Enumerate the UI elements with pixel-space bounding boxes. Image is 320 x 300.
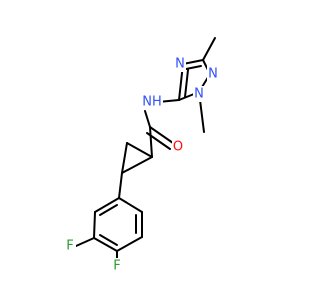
bond-cp1-cp2 [126,142,153,158]
bond-ar3-ar4-double [99,234,118,246]
atom-n-triazole-top: N [175,57,185,72]
bond-cp3-cp1 [121,156,153,174]
bond-ar1-ar2-double [99,204,118,216]
bond-ar3-ar4 [93,237,118,252]
atom-n-triazole-right: N [208,67,218,82]
atom-fluorine-meta: F [66,239,73,254]
bond-ar2-ar3 [93,211,96,239]
atom-n-triazole-methyl: N [194,87,204,102]
bond-c3-n4-double [185,65,202,70]
bond-c3-n4 [182,59,204,65]
bond-ar1-ar2 [94,197,120,213]
bond-carbonyl-o [149,126,174,144]
molecule-drawing: NH O N N N F F [66,37,218,274]
atom-nh: NH [142,95,162,110]
bond-ar3-f [75,237,95,247]
bond-cp2-cp3 [121,142,128,174]
bond-nh-carbonyl [144,110,151,128]
bond-c3-methyl [202,37,216,61]
bond-n4-c5-double [184,69,189,98]
bond-carbonyl-cp1 [149,126,153,158]
molecule-structure: NH O N N N F F [66,37,218,274]
bond-ar6-ar1 [118,197,143,213]
bond-ar4-ar5 [116,236,143,252]
bond-cp3-aryl [118,172,123,199]
atom-fluorine-para: F [113,259,120,274]
atom-oxygen: O [173,140,183,155]
